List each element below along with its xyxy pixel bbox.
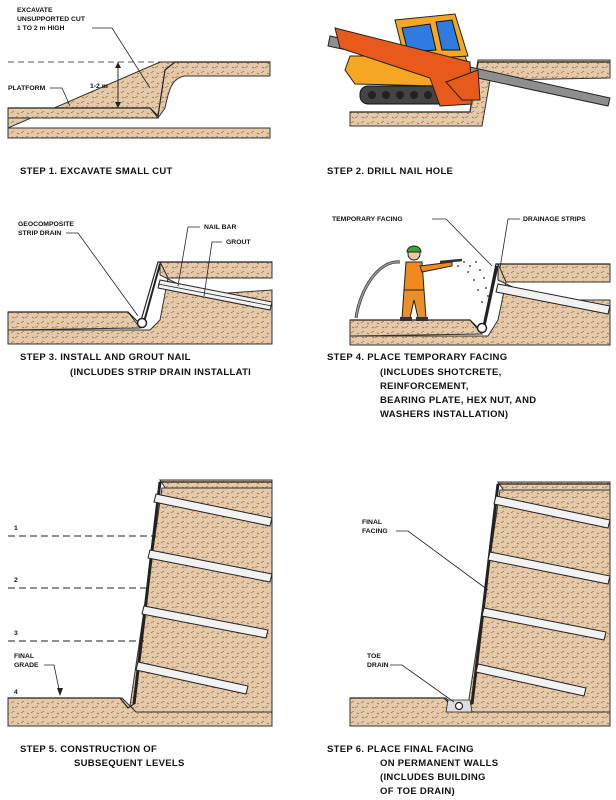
step-5-nail-3 bbox=[141, 605, 269, 639]
step-4-soil-platform bbox=[349, 319, 484, 337]
step-6-caption-4: OF TOE DRAIN) bbox=[380, 786, 455, 797]
step-4-temporary-facing-label: TEMPORARY FACING bbox=[332, 216, 403, 223]
step-5-caption-1: STEP 5. CONSTRUCTION OF bbox=[20, 744, 157, 755]
step-5-final-grade-label-2: GRADE bbox=[14, 662, 39, 669]
step-5-excavation-profile bbox=[8, 481, 272, 709]
step-1-height-label: 1-2 m bbox=[90, 83, 108, 90]
step-4-temporary-facing-wall bbox=[482, 265, 499, 327]
step-6-toe-drain-leader bbox=[390, 664, 455, 703]
step-1-excavate-leader bbox=[92, 27, 151, 89]
step-6-nail-4 bbox=[475, 663, 587, 697]
step-3-drain-label-1: GEOCOMPOSITE bbox=[18, 221, 74, 228]
step-3-soil-platform bbox=[7, 311, 141, 331]
step-5-nail-4 bbox=[135, 661, 249, 695]
step-3-panel: GEOCOMPOSITE STRIP DRAIN NAIL BAR GROUT … bbox=[7, 221, 273, 378]
step-3-grout-label: GROUT bbox=[226, 239, 251, 246]
step-3-strip-drain bbox=[143, 263, 161, 323]
step-3-nail-bar-label: NAIL BAR bbox=[204, 224, 236, 231]
step-5-level-label-3: 3 bbox=[14, 630, 18, 637]
step-4-caption-5: WASHERS INSTALLATION) bbox=[380, 409, 508, 420]
step-4-caption-3: REINFORCEMENT, bbox=[380, 381, 469, 392]
step-5-nail-2 bbox=[147, 549, 273, 583]
step-1-panel: 1-2 m EXCAVATE UNSUPPORTED CUT 1 TO 2 m … bbox=[7, 7, 271, 177]
step-3-nail-bar bbox=[157, 283, 273, 307]
step-1-cut-profile bbox=[8, 61, 270, 118]
step-6-toe-drain bbox=[445, 699, 473, 713]
step-5-level-label-1: 1 bbox=[14, 525, 18, 532]
step-6-final-facing-leader bbox=[396, 530, 489, 591]
step-6-toe-drain-label-1: TOE bbox=[367, 653, 381, 660]
step-6-final-facing-label-1: FINAL bbox=[362, 519, 382, 526]
step-5-final-grade-arrow bbox=[57, 688, 63, 696]
step-4-shotcrete-spray bbox=[457, 261, 489, 303]
step-1-soil bbox=[7, 61, 271, 139]
step-5-soil-base bbox=[7, 697, 273, 727]
step-5-level-label-4: 4 bbox=[14, 689, 18, 696]
step-3-drain-leader bbox=[66, 232, 139, 317]
step-3-caption-2: (INCLUDES STRIP DRAIN INSTALLATI bbox=[70, 367, 251, 378]
step-4-caption-2: (INCLUDES SHOTCRETE, bbox=[380, 367, 502, 378]
step-3-nail-bar-leader bbox=[177, 226, 200, 287]
step-4-grouted-nail bbox=[495, 283, 611, 315]
step-2-panel: STEP 2. DRILL NAIL HOLE bbox=[327, 13, 611, 177]
step-6-panel: FINAL FACING TOE DRAIN STEP 6. PLACE FIN… bbox=[327, 481, 611, 797]
shotcrete-worker-icon bbox=[354, 245, 463, 321]
step-3-caption-1: STEP 3. INSTALL AND GROUT NAIL bbox=[20, 352, 191, 363]
step-4-drainage-label: DRAINAGE STRIPS bbox=[523, 216, 586, 223]
step-6-final-facing-label-2: FACING bbox=[362, 528, 388, 535]
step-1-platform-leader bbox=[50, 87, 71, 107]
step-6-nails bbox=[475, 495, 611, 697]
step-6-final-facing-wall bbox=[470, 483, 500, 705]
step-4-drainage-leader bbox=[499, 218, 520, 269]
step-2-caption: STEP 2. DRILL NAIL HOLE bbox=[327, 166, 453, 177]
step-1-soil-body bbox=[7, 107, 160, 119]
step-6-caption-2: ON PERMANENT WALLS bbox=[380, 758, 498, 769]
step-1-excavate-label-3: 1 TO 2 m HIGH bbox=[17, 25, 65, 32]
step-5-final-grade-label-1: FINAL bbox=[14, 653, 34, 660]
step-1-platform-label: PLATFORM bbox=[8, 85, 46, 92]
step-4-caption-1: STEP 4. PLACE TEMPORARY FACING bbox=[327, 352, 507, 363]
step-3-soil-upper bbox=[159, 261, 273, 279]
step-4-panel: TEMPORARY FACING DRAINAGE STRIPS STEP 4.… bbox=[327, 216, 611, 420]
step-6-soil-base bbox=[349, 697, 611, 727]
excavator-drill-rig-icon bbox=[327, 13, 611, 107]
step-5-final-grade-leader bbox=[44, 664, 61, 695]
step-5-level-label-2: 2 bbox=[14, 577, 18, 584]
step-5-nails bbox=[135, 493, 273, 695]
step-3-grout-leader bbox=[203, 241, 222, 297]
step-1-caption: STEP 1. EXCAVATE SMALL CUT bbox=[20, 166, 173, 177]
step-3-drain-label-2: STRIP DRAIN bbox=[18, 230, 61, 237]
step-1-excavate-label-1: EXCAVATE bbox=[17, 7, 53, 14]
step-5-nail-1 bbox=[153, 493, 273, 527]
step-5-caption-2: SUBSEQUENT LEVELS bbox=[74, 758, 185, 769]
step-6-nail-3 bbox=[481, 607, 607, 641]
step-4-soil-upper bbox=[497, 263, 611, 283]
step-6-caption-3: (INCLUDES BUILDING bbox=[380, 772, 486, 783]
step-6-nail-1 bbox=[493, 495, 611, 529]
step-4-caption-4: BEARING PLATE, HEX NUT, AND bbox=[380, 395, 536, 406]
step-6-toe-drain-label-2: DRAIN bbox=[367, 662, 389, 669]
step-1-excavate-label-2: UNSUPPORTED CUT bbox=[17, 16, 86, 23]
step-3-drain-pipe bbox=[136, 317, 148, 329]
step-4-drain-pipe bbox=[476, 322, 488, 334]
step-4-temporary-facing-leader bbox=[432, 218, 493, 267]
step-5-panel: 1 2 3 4 FINAL GRADE STEP 5. CONSTRUCTION… bbox=[7, 479, 273, 769]
step-6-nail-2 bbox=[487, 551, 611, 585]
step-6-caption-1: STEP 6. PLACE FINAL FACING bbox=[327, 744, 474, 755]
